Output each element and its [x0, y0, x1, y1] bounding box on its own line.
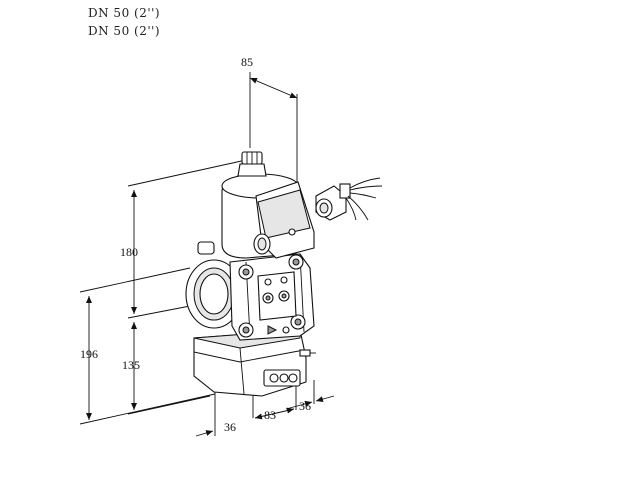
dim-label-36-right: 36: [299, 399, 311, 413]
valve-body: [185, 151, 316, 397]
dimension-196: 196: [79, 267, 216, 425]
dim-label-180: 180: [120, 245, 138, 259]
dim-label-196: 196: [80, 347, 98, 361]
header-line-1: DN 50 (2''): [88, 6, 161, 20]
dim-label-135: 135: [122, 358, 140, 372]
header-line-2: DN 50 (2''): [88, 24, 161, 38]
dim-label-83: 83: [264, 408, 276, 422]
dim-label-85: 85: [241, 55, 253, 69]
dimension-180: 180: [120, 159, 247, 319]
dim-label-36-left: 36: [224, 420, 236, 434]
electrical-connector: [315, 177, 383, 221]
dimension-85: 85: [241, 55, 298, 190]
dimension-135: 135: [122, 322, 211, 415]
